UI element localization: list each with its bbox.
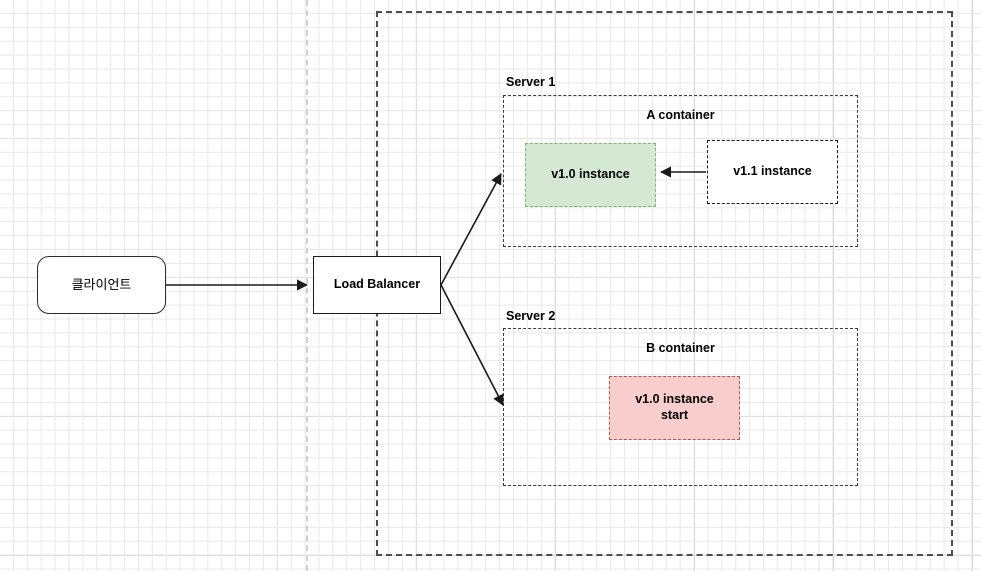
- server-2-label: Server 2: [506, 309, 556, 323]
- load-balancer-node-label: Load Balancer: [333, 277, 421, 292]
- v1-1-instance[interactable]: v1.1 instance: [707, 140, 838, 204]
- b-container-title: B container: [646, 341, 715, 355]
- a-container-box[interactable]: A container: [503, 95, 858, 247]
- client-node-label: 클라이언트: [71, 276, 132, 292]
- v1-0-instance-start-label-line1: v1.0 instance: [635, 392, 714, 407]
- client-node[interactable]: 클라이언트: [37, 256, 166, 314]
- v1-1-instance-label: v1.1 instance: [733, 164, 812, 179]
- v1-0-instance-green-label: v1.0 instance: [551, 167, 630, 182]
- v1-0-instance-start-pink[interactable]: v1.0 instance start: [609, 376, 740, 440]
- edge-load-balancer-to-server-1: [440, 173, 502, 286]
- a-container-title: A container: [646, 108, 715, 122]
- v1-0-instance-start-label-line2: start: [660, 408, 689, 422]
- load-balancer-node[interactable]: Load Balancer: [313, 256, 441, 314]
- edge-load-balancer-to-server-2: [440, 284, 504, 406]
- v1-0-instance-green[interactable]: v1.0 instance: [525, 143, 656, 207]
- b-container-box[interactable]: B container: [503, 328, 858, 486]
- server-1-label: Server 1: [506, 75, 556, 89]
